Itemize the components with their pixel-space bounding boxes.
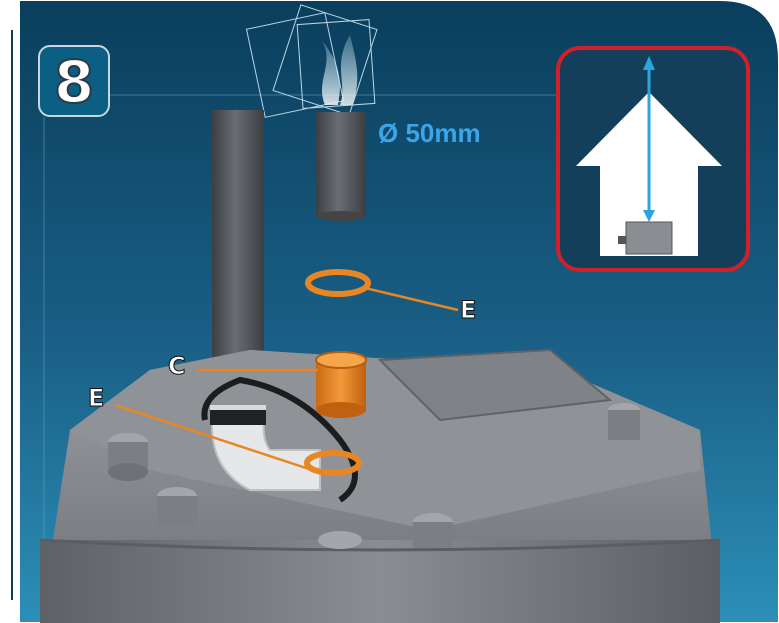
vent-pipe-segment	[316, 112, 366, 216]
leader-upper-seal	[364, 286, 459, 312]
house-height-icon	[556, 46, 750, 272]
lower-seal-ring	[304, 450, 362, 476]
coupling-c	[315, 351, 367, 418]
callout-upper-seal-label: E	[459, 296, 477, 325]
leader-lower-seal	[114, 403, 313, 472]
callout-coupling-label: C	[168, 352, 187, 381]
step-number-badge: 8	[38, 45, 110, 117]
step-number: 8	[53, 48, 95, 116]
vent-steam-icon	[245, 4, 378, 118]
pipe-diameter-label: Ø 50mm	[378, 118, 481, 148]
upper-seal-ring	[305, 269, 371, 297]
pump-tank	[39, 348, 721, 623]
callout-lower-seal-label: E	[87, 384, 105, 413]
